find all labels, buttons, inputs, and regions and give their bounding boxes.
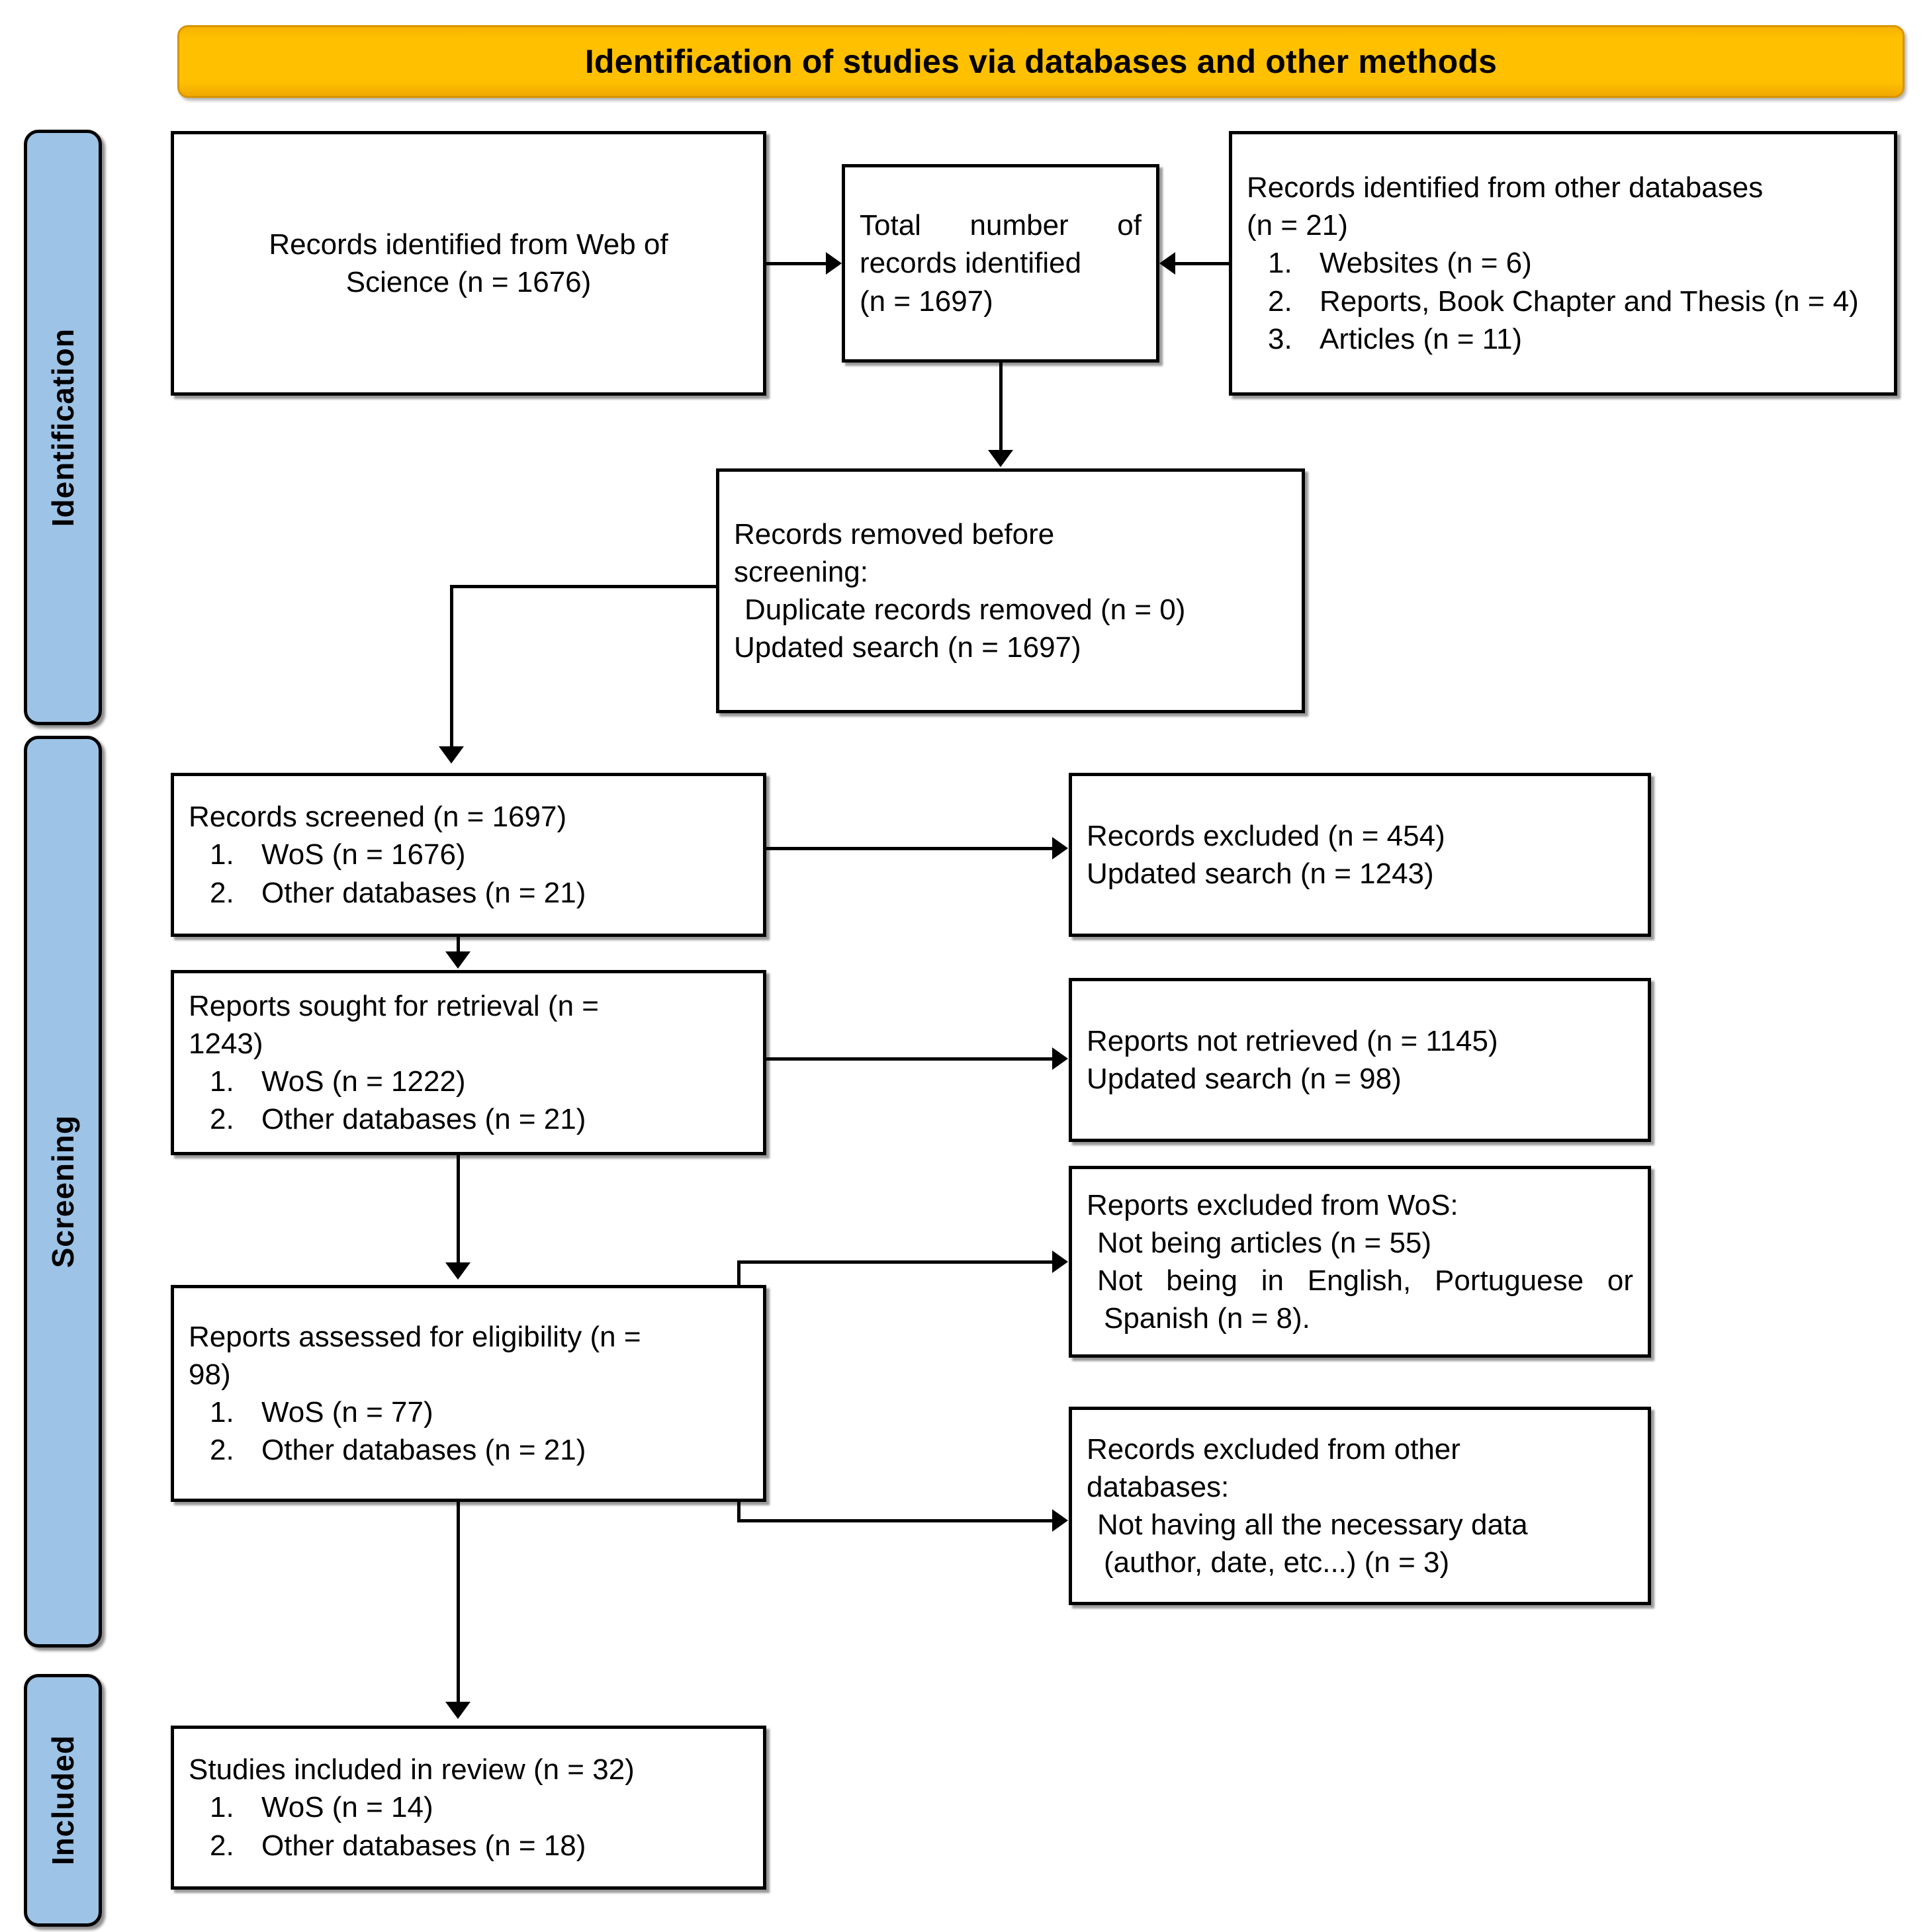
box-wos-line2: Science (n = 1676) (345, 266, 592, 298)
list-item: Other databases (n = 21) (210, 1100, 586, 1138)
box-total-records-identified: Total number of records identified (n = … (842, 164, 1159, 363)
stage-label-included: Included (24, 1674, 102, 1927)
box-reports-not-retrieved: Reports not retrieved (n = 1145) Updated… (1069, 978, 1651, 1142)
box-sought-line1: Reports sought for retrieval (n = (189, 989, 599, 1022)
diagram-header-banner: Identification of studies via databases … (177, 25, 1905, 98)
connector-sought-to-eligible (457, 1155, 460, 1265)
connector-eligible-to-exclother (737, 1519, 1052, 1522)
box-studies-included-in-review: Studies included in review (n = 32) WoS … (171, 1726, 766, 1890)
stage-label-identification-text: Identification (46, 328, 80, 527)
box-excluded-line2: Updated search (n = 1243) (1087, 857, 1434, 890)
box-eligible-line2: 98) (189, 1358, 231, 1391)
arrowhead-other-to-total (1159, 252, 1175, 275)
arrowhead-total-to-removed (988, 450, 1013, 467)
connector-eligible-to-included (457, 1502, 460, 1704)
box-removed-line4: Updated search (n = 1697) (734, 631, 1081, 664)
box-other-line2: (n = 21) (1247, 209, 1348, 242)
list-item: Other databases (n = 21) (210, 874, 586, 912)
list-item: WoS (n = 1676) (210, 836, 466, 873)
box-exclwos-line2: Not being articles (n = 55) (1097, 1226, 1432, 1259)
box-screened-list: WoS (n = 1676) Other databases (n = 21) (189, 836, 748, 912)
box-records-identified-wos: Records identified from Web of Science (… (171, 131, 766, 396)
box-screened-line1: Records screened (n = 1697) (189, 801, 567, 834)
arrowhead-eligible-to-included (445, 1702, 471, 1719)
box-removed-line1: Records removed before (734, 517, 1055, 550)
box-total-line2: (n = 1697) (860, 285, 993, 318)
box-excluded-line1: Records excluded (n = 454) (1087, 819, 1445, 852)
list-item: WoS (n = 14) (210, 1788, 433, 1826)
connector-removed-elbow-horizontal (450, 585, 719, 588)
box-notretr-line1: Reports not retrieved (n = 1145) (1087, 1024, 1498, 1057)
arrowhead-screened-to-sought (445, 951, 471, 969)
box-reports-excluded-from-wos: Reports excluded from WoS: Not being art… (1069, 1166, 1651, 1358)
box-removed-line3: Duplicate records removed (n = 0) (744, 593, 1186, 626)
box-records-screened: Records screened (n = 1697) WoS (n = 167… (171, 773, 766, 937)
box-exclwos-line1: Reports excluded from WoS: (1087, 1188, 1458, 1221)
box-sought-line2: 1243) (189, 1027, 263, 1060)
box-eligible-list: WoS (n = 77) Other databases (n = 21) (189, 1393, 748, 1470)
box-other-list: Websites (n = 6) Reports, Book Chapter a… (1247, 244, 1879, 358)
box-records-excluded-from-other-databases: Records excluded from other databases: N… (1069, 1407, 1651, 1605)
box-notretr-line2: Updated search (n = 98) (1087, 1063, 1402, 1095)
connector-total-to-removed (999, 363, 1003, 451)
list-item: WoS (n = 1222) (210, 1063, 466, 1100)
box-records-excluded: Records excluded (n = 454) Updated searc… (1069, 773, 1651, 937)
box-included-list: WoS (n = 14) Other databases (n = 18) (189, 1788, 748, 1865)
stage-label-included-text: Included (46, 1735, 80, 1866)
list-item: Other databases (n = 18) (210, 1827, 586, 1865)
box-sought-list: WoS (n = 1222) Other databases (n = 21) (189, 1063, 748, 1139)
connector-eligible-to-exclother-vertical (737, 1499, 740, 1522)
connector-removed-elbow-vertical (450, 585, 453, 749)
box-exclother-line2: databases: (1087, 1470, 1230, 1503)
connector-screened-to-sought (457, 937, 460, 954)
box-exclother-line1: Records excluded from other (1087, 1432, 1460, 1466)
connector-sought-to-notretrieved (766, 1057, 1052, 1061)
arrowhead-eligible-to-exclwos (1052, 1251, 1068, 1273)
box-eligible-line1: Reports assessed for eligibility (n = (189, 1320, 641, 1353)
arrowhead-wos-to-total (826, 252, 842, 275)
box-reports-assessed-for-eligibility: Reports assessed for eligibility (n = 98… (171, 1285, 766, 1502)
page-title: Identification of studies via databases … (584, 43, 1498, 80)
box-included-line1: Studies included in review (n = 32) (189, 1753, 635, 1786)
box-reports-sought-for-retrieval: Reports sought for retrieval (n = 1243) … (171, 970, 766, 1155)
connector-eligible-to-exclwos-vertical (737, 1260, 740, 1288)
box-total-line1: Total number of records identified (860, 209, 1142, 280)
list-item: WoS (n = 77) (210, 1393, 433, 1431)
box-exclother-line3: Not having all the necessary data (autho… (1097, 1509, 1528, 1579)
connector-eligible-to-exclwos (737, 1260, 1052, 1264)
box-other-line1: Records identified from other databases (1247, 171, 1764, 204)
stage-label-screening-text: Screening (46, 1115, 80, 1268)
connector-screened-to-excluded (766, 847, 1052, 850)
list-item: Websites (n = 6) (1268, 244, 1532, 282)
arrowhead-screened-to-excluded (1052, 837, 1068, 859)
stage-label-identification: Identification (24, 130, 102, 725)
box-records-identified-other-databases: Records identified from other databases … (1229, 131, 1897, 396)
list-item: Reports, Book Chapter and Thesis (n = 4) (1268, 283, 1859, 320)
stage-label-screening: Screening (24, 736, 102, 1647)
arrowhead-eligible-to-exclother (1052, 1509, 1068, 1532)
connector-wos-to-total (766, 262, 827, 265)
arrowhead-removed-to-screened (439, 746, 464, 764)
arrowhead-sought-to-notretrieved (1052, 1047, 1068, 1070)
list-item: Articles (n = 11) (1268, 320, 1523, 358)
arrowhead-sought-to-eligible (445, 1262, 471, 1280)
box-wos-line1: Records identified from Web of (269, 228, 668, 261)
box-records-removed-before-screening: Records removed before screening: Duplic… (716, 468, 1305, 713)
list-item: Other databases (n = 21) (210, 1431, 586, 1469)
connector-other-to-total (1175, 262, 1232, 265)
box-exclwos-line3: Not being in English, Portuguese or Span… (1097, 1264, 1633, 1335)
box-removed-line2: screening: (734, 555, 869, 588)
